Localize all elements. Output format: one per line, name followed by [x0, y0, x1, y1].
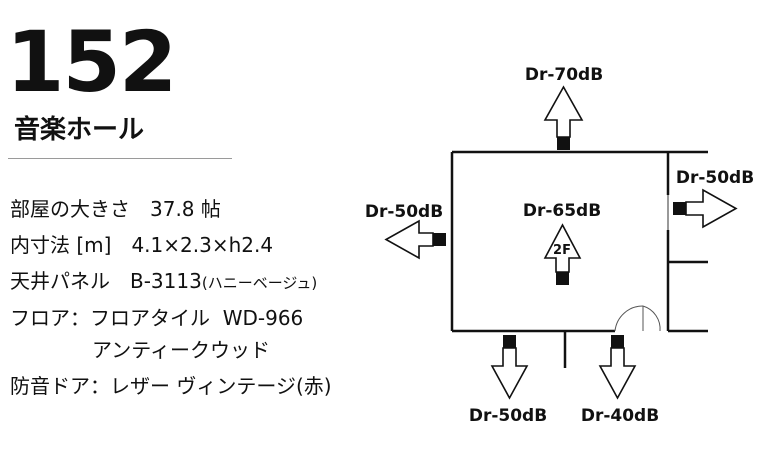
- title-divider: [8, 158, 232, 159]
- label-bottom-right: Dr-40dB: [581, 406, 659, 426]
- room-number: 152: [6, 13, 177, 111]
- spec-area: 部屋の大きさ 37.8 帖: [10, 197, 221, 221]
- spec-door: 防音ドア：レザー ヴィンテージ(赤): [10, 374, 332, 398]
- spec-floor: フロア：フロアタイル WD-966: [10, 306, 304, 330]
- door-swing-right: [642, 305, 661, 332]
- label-center: Dr-65dB: [523, 201, 601, 221]
- arrow-down-right: [598, 335, 637, 400]
- label-left: Dr-50dB: [365, 202, 443, 222]
- spec-ceiling-main: 天井パネル B-3113: [10, 269, 202, 293]
- spec-dimensions: 内寸法 [m] 4.1×2.3×h2.4: [10, 233, 274, 257]
- arrow-up-top: [543, 85, 584, 150]
- label-right: Dr-50dB: [676, 168, 754, 188]
- spec-ceiling: 天井パネル B-3113(ハニーベージュ): [10, 271, 317, 291]
- floor-level-label: 2F: [553, 243, 571, 258]
- arrow-down-left: [490, 335, 529, 400]
- label-top: Dr-70dB: [525, 65, 603, 85]
- label-bottom-left: Dr-50dB: [469, 406, 547, 426]
- room-name: 音楽ホール: [14, 115, 145, 145]
- arrow-right: [673, 188, 738, 229]
- spec-floor-detail: アンティークウッド: [92, 338, 270, 362]
- arrow-up-center: 2F: [543, 223, 582, 285]
- spec-ceiling-note: (ハニーベージュ): [201, 274, 318, 292]
- door-swing-left: [614, 305, 644, 332]
- arrow-left: [384, 219, 446, 260]
